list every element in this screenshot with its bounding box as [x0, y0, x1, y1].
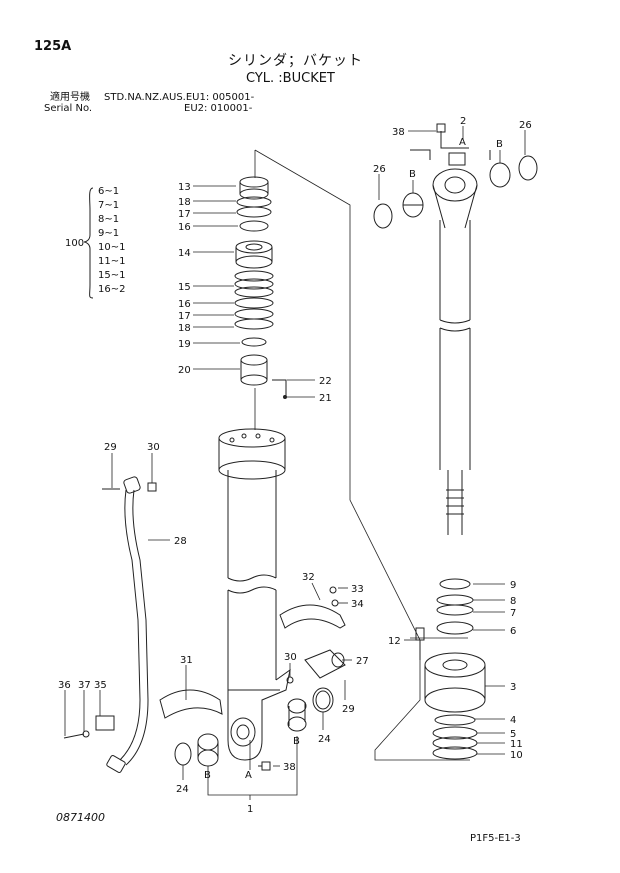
callout-22: 22 — [319, 376, 332, 387]
title-english: CYL. :BUCKET — [246, 71, 335, 86]
marker-A-rod: A — [459, 137, 466, 148]
callout-9: 9 — [510, 580, 516, 591]
title-japanese: シリンダ；バケット — [228, 53, 363, 69]
callout-38-base: 38 — [283, 762, 296, 773]
callout-29: 29 — [104, 442, 117, 453]
callout-7: 7 — [510, 608, 516, 619]
callout-21: 21 — [319, 393, 332, 404]
applicable-label: 適用号機 — [50, 92, 90, 103]
applicable-models: STD.NA.NZ.AUS.EU1: 005001- — [104, 92, 255, 103]
marker-B-rod-right: B — [496, 139, 503, 150]
marker-B-rod-left: B — [409, 169, 416, 180]
callout-16: 16 — [178, 222, 191, 233]
callout-3: 3 — [510, 682, 516, 693]
serial-label: Serial No. — [44, 103, 93, 114]
kit-item: 10~1 — [98, 242, 125, 253]
callout-26-right: 26 — [519, 120, 532, 131]
callout-28: 28 — [174, 536, 187, 547]
right-piston-stack — [415, 578, 486, 760]
marker-B-base: B — [293, 736, 300, 747]
kit-item: 9~1 — [98, 228, 119, 239]
callout-14: 14 — [178, 248, 191, 259]
callout-16b: 16 — [178, 299, 191, 310]
kit-item: 8~1 — [98, 214, 119, 225]
callout-30: 30 — [147, 442, 160, 453]
callout-18: 18 — [178, 197, 191, 208]
callout-37: 37 — [78, 680, 91, 691]
callout-19: 19 — [178, 339, 191, 350]
cylinder-tube — [218, 428, 291, 761]
callout-10: 10 — [510, 750, 523, 761]
hose-assembly — [102, 476, 157, 773]
sheet-reference: P1F5-E1-3 — [470, 833, 521, 844]
clamp-brackets — [159, 586, 346, 719]
left-seal-stack — [234, 176, 287, 399]
assembly-lines — [254, 149, 470, 761]
callout-11: 11 — [510, 739, 523, 750]
callout-1: 1 — [247, 804, 253, 815]
kit-item: 16~2 — [98, 284, 125, 295]
kit-group-brace: 100 6~1 7~1 8~1 9~1 10~1 11~1 15~1 16~2 — [65, 186, 125, 299]
serial-eu2: EU2: 010001- — [184, 103, 253, 114]
callout-30b: 30 — [284, 652, 297, 663]
callout-29b: 29 — [342, 704, 355, 715]
kit-group-label: 100 — [65, 238, 84, 249]
callout-18b: 18 — [178, 323, 191, 334]
callout-34: 34 — [351, 599, 364, 610]
callout-labels: 13 18 17 16 14 15 16 17 18 19 20 22 21 2… — [58, 116, 532, 815]
callout-26-left: 26 — [373, 164, 386, 175]
callout-32: 32 — [302, 572, 315, 583]
callout-2: 2 — [460, 116, 466, 127]
callout-31: 31 — [180, 655, 193, 666]
callout-12: 12 — [388, 636, 401, 647]
callout-13: 13 — [178, 182, 191, 193]
callout-38-rod: 38 — [392, 127, 405, 138]
kit-item: 15~1 — [98, 270, 125, 281]
page-code: 125A — [34, 39, 72, 54]
base-side-parts — [63, 649, 346, 771]
callout-6: 6 — [510, 626, 516, 637]
callout-8: 8 — [510, 596, 516, 607]
callout-24: 24 — [318, 734, 331, 745]
marker-A-left: A — [245, 770, 252, 781]
callout-5: 5 — [510, 729, 516, 740]
marker-B-left: B — [204, 770, 211, 781]
callout-27: 27 — [356, 656, 369, 667]
callout-33: 33 — [351, 584, 364, 595]
callout-17b: 17 — [178, 311, 191, 322]
drawing-number: 0871400 — [56, 811, 105, 824]
leader-lines — [64, 126, 526, 800]
callout-17: 17 — [178, 209, 191, 220]
callout-15: 15 — [178, 282, 191, 293]
callout-24b: 24 — [176, 784, 189, 795]
kit-item: 6~1 — [98, 186, 119, 197]
callout-20: 20 — [178, 365, 191, 376]
kit-item: 11~1 — [98, 256, 125, 267]
piston-rod — [373, 123, 538, 535]
callout-36: 36 — [58, 680, 71, 691]
callout-35: 35 — [94, 680, 107, 691]
kit-item: 7~1 — [98, 200, 119, 211]
callout-4: 4 — [510, 715, 516, 726]
